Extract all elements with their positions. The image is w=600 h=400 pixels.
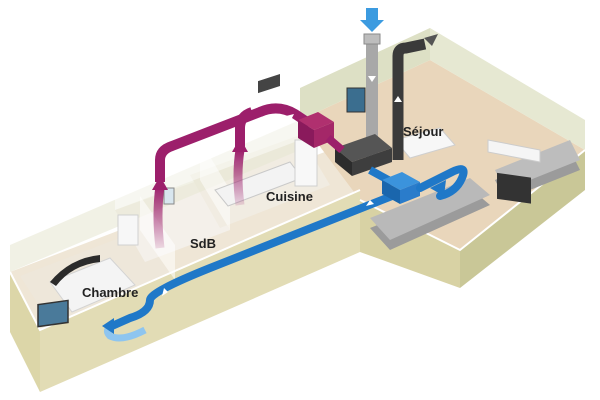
supply-box-front	[382, 180, 400, 204]
supply-arrow-chambre	[102, 318, 114, 334]
extract-duct-main	[155, 103, 313, 182]
extract-duct-branch	[235, 107, 254, 148]
dining-table	[394, 127, 456, 159]
fresh-air-network	[102, 165, 468, 342]
unit-top	[335, 134, 392, 162]
furniture	[37, 74, 580, 328]
extract-plume-sdb	[153, 185, 165, 249]
tv-stand	[487, 139, 541, 163]
extract-collector-front	[298, 120, 314, 148]
extract-arrow-cuisine	[232, 138, 248, 152]
wall-rim	[9, 189, 361, 332]
front-wall-right	[460, 150, 585, 288]
sofa-1-top	[370, 178, 490, 240]
supply-box-side	[400, 182, 420, 204]
bed-headboard	[50, 255, 100, 286]
tv-sejour	[497, 172, 531, 204]
room-labels: Séjour Cuisine SdB Chambre	[82, 124, 443, 300]
room-label-cuisine: Cuisine	[266, 189, 313, 204]
intake-cap	[363, 33, 381, 45]
extract-plume-cuisine	[233, 149, 245, 206]
unit-side	[352, 148, 392, 176]
partition-cuisine	[200, 140, 230, 230]
back-wall-right-side	[430, 28, 585, 150]
bath-mirror	[163, 187, 175, 205]
extract-air-network	[152, 103, 345, 249]
room-label-chambre: Chambre	[82, 285, 138, 300]
supply-duct-main	[110, 192, 394, 330]
flow-arrow-icon	[162, 288, 168, 296]
wall-panel	[346, 87, 366, 113]
supply-box-top	[382, 172, 420, 190]
supply-duct-sejour	[416, 165, 468, 200]
room-label-sdb: SdB	[190, 236, 216, 251]
extract-arrow-sdb	[152, 176, 168, 190]
tv-chambre	[37, 299, 69, 328]
flow-arrow-icon	[368, 76, 376, 82]
extract-duct-to-unit	[325, 134, 345, 154]
flow-arrow-icon	[394, 96, 402, 102]
bath-fixture	[117, 214, 139, 246]
room-label-sejour: Séjour	[403, 124, 443, 139]
ventilation-unit	[335, 134, 392, 176]
down-arrow-icon	[360, 8, 384, 32]
front-wall-left	[10, 272, 40, 392]
flow-arrow-icon	[286, 114, 294, 122]
exhaust-arrow-icon	[424, 34, 438, 46]
flow-arrow-icon	[366, 200, 374, 206]
unit-front	[335, 148, 352, 176]
extract-collector-top	[298, 112, 334, 130]
supply-arrow-sejour	[430, 180, 446, 196]
cooktop	[258, 74, 280, 94]
exhaust-duct	[392, 38, 427, 160]
